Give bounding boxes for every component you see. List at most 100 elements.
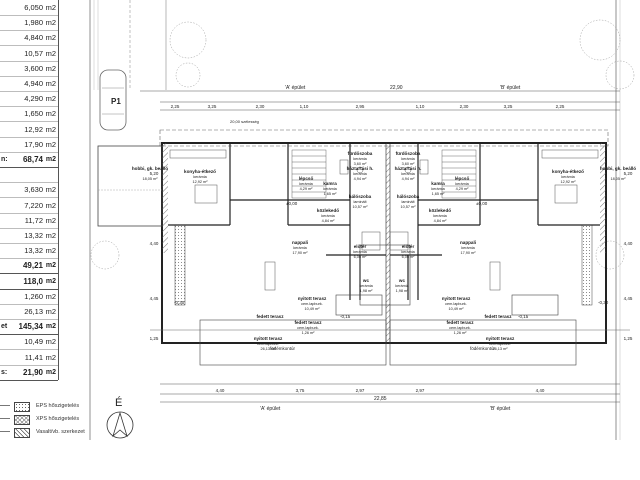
room-finish: cem.lapburk. [449, 326, 471, 330]
dimension-label: 4,40 [624, 241, 633, 246]
area-row-unit: m2 [45, 323, 56, 331]
room-finish: kerámia [395, 284, 409, 288]
area-row-value: 118,0 [23, 276, 43, 286]
building-a-bottom-label: 'A' épület [260, 406, 281, 412]
area-row-label: et [1, 323, 8, 331]
room-finish: kerámia [561, 175, 575, 179]
area-row-value: 7,220 [24, 200, 43, 210]
svg-text:±0,00: ±0,00 [476, 201, 488, 206]
room-area: 10,49 m² [449, 307, 465, 311]
room-area: 12,92 m² [561, 180, 577, 184]
room-finish: kerámia [353, 157, 367, 161]
area-row-value: 13,32 [24, 231, 43, 240]
area-row-unit: m2 [45, 307, 56, 316]
area-row-value: 4,290 [24, 94, 43, 104]
room-area: 4,94 m² [354, 177, 368, 181]
area-row-unit: m2 [45, 200, 56, 210]
room-finish: kerámia [321, 214, 335, 218]
room-name: nappali [460, 240, 476, 245]
area-row-value: 4,940 [24, 79, 43, 88]
room-area: 10,49 m² [305, 307, 321, 311]
terraces [199, 244, 577, 366]
area-row-unit: m2 [45, 124, 56, 134]
legend-item: XPS hőszigetelés [0, 413, 110, 425]
garage-strip [97, 145, 163, 227]
area-row-unit: m2 [45, 215, 56, 225]
right-side-dimensions: 5,204,404,451,25 [624, 171, 633, 341]
bottom-dimension-lines [160, 383, 620, 403]
room-area: 12,92 m² [193, 180, 209, 184]
site-note: 20,00 szélesség [230, 119, 259, 124]
area-row-value: 26,13 [24, 307, 43, 316]
room-name: háztartási h. [347, 166, 374, 171]
room-finish: kerámia [461, 246, 475, 250]
area-row-unit: m2 [45, 33, 56, 43]
dimension-label: 5,20 [150, 171, 159, 176]
parking-label: P1 [111, 97, 121, 106]
dimension-label: 5,20 [624, 171, 633, 176]
room-finish: kerámia [193, 175, 207, 179]
room-finish: kerámia [299, 182, 313, 186]
area-row-unit: m2 [45, 262, 56, 270]
room-name: előtér [354, 244, 367, 249]
room-finish: kerámia [401, 172, 415, 176]
dimension-label: 2,25 [556, 104, 565, 109]
room-finish: cem.lapburk. [301, 302, 323, 306]
dimension-label: 4,45 [624, 296, 633, 301]
room-finish: kerámia [359, 284, 373, 288]
tree-symbols [90, 19, 635, 270]
room-name: fürdőszoba [396, 151, 421, 156]
area-row-unit: m2 [45, 156, 56, 163]
room-label: fedett terasz [256, 314, 284, 319]
area-row-value: 145,34 [18, 322, 43, 332]
room-finish: cem.lapburk. [257, 342, 279, 346]
room-area: 3,60 m² [354, 162, 368, 166]
legend-label: XPS hőszigetelés [36, 416, 80, 422]
area-row-value: 1,260 [24, 291, 43, 301]
room-area: 4,84 m² [434, 219, 448, 223]
room-name: hálószoba [397, 194, 420, 199]
area-row-value: 4,840 [24, 33, 43, 43]
dimension-label: 1,10 [416, 104, 425, 109]
room-finish: cem.lapburk. [445, 302, 467, 306]
dimension-label: 1,10 [300, 104, 309, 109]
room-finish: kerámia [323, 187, 337, 191]
room-finish: cem.lapburk. [489, 342, 511, 346]
room-label: fedett terasz [484, 314, 512, 319]
room-area: 26,13 m² [493, 347, 509, 351]
area-row-unit: m2 [45, 277, 56, 285]
room-area: 18,05 m² [143, 177, 159, 181]
building-a-top-label: 'A' épület [285, 85, 306, 91]
area-row-value: 3,600 [24, 63, 43, 73]
area-row-label: n: [1, 156, 8, 163]
room-name: nyitott terasz [442, 296, 471, 301]
room-name: fedett terasz [294, 320, 322, 325]
area-row-value: 1,650 [24, 109, 43, 119]
area-row-unit: m2 [45, 48, 56, 58]
area-row-value: 1,980 [24, 18, 43, 28]
room-finish: laminált [401, 200, 415, 204]
building-b-top-label: 'B' épület [500, 85, 521, 91]
svg-text:-0,30: -0,30 [598, 300, 609, 305]
dimension-label: 1,25 [150, 336, 159, 341]
room-name: wc [362, 278, 370, 283]
dimension-label: 2,95 [356, 104, 365, 109]
room-area: 17,90 m² [461, 251, 477, 255]
room-finish: kerámia [401, 250, 415, 254]
room-name: előtér [402, 244, 415, 249]
